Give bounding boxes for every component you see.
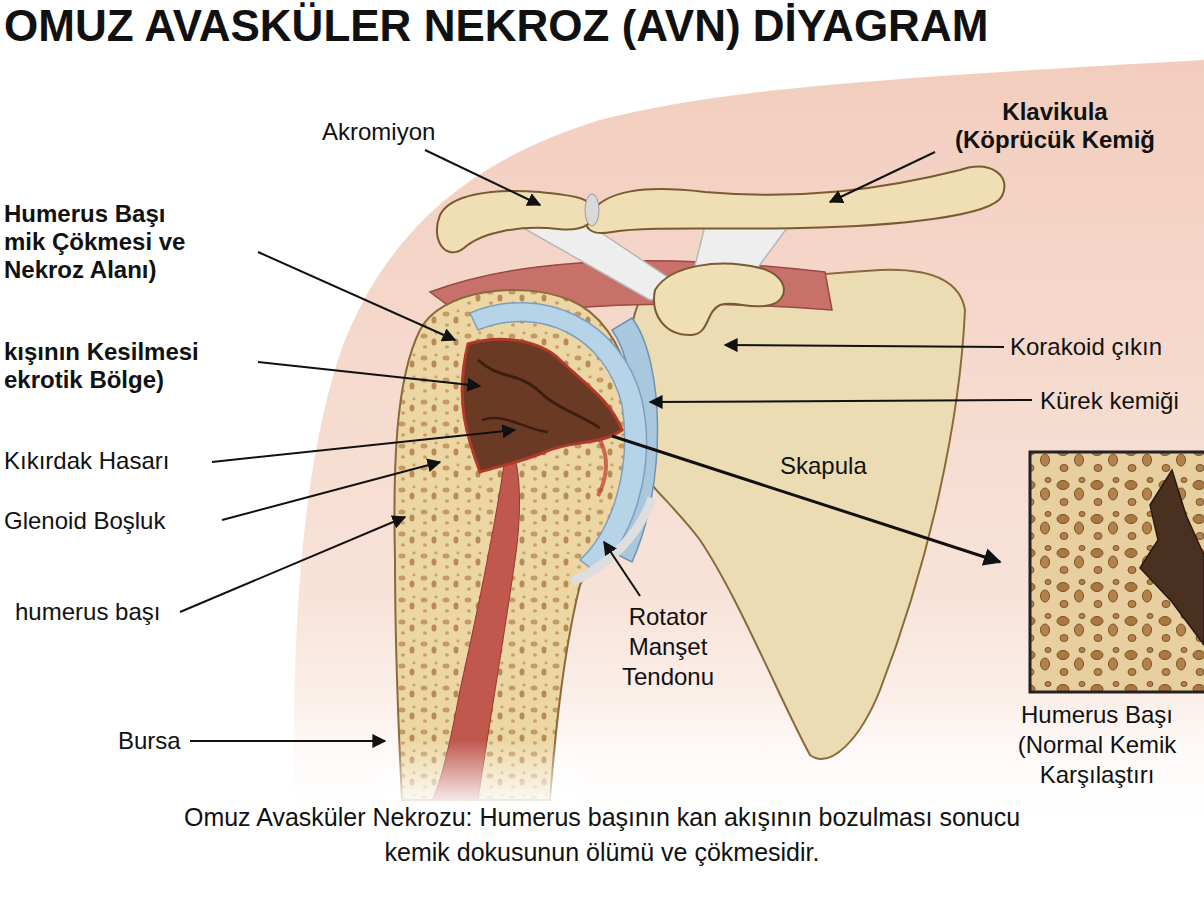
ac-joint xyxy=(585,194,599,226)
acromion-bone xyxy=(437,191,594,252)
zoom-arrow xyxy=(612,436,1000,562)
part-label: Humerus Başı mik Çökmesi ve Nekroz Alanı… xyxy=(4,200,185,284)
part-label: Akromiyon xyxy=(322,118,435,146)
part-label: kışının Kesilmesi ekrotik Bölge) xyxy=(4,338,199,394)
leader-line xyxy=(425,150,540,205)
figure-caption: Omuz Avasküler Nekrozu: Humerus başının … xyxy=(0,800,1204,870)
necrosis-edge xyxy=(598,440,606,496)
inset-panel xyxy=(1030,452,1204,692)
clavicle-bone xyxy=(586,167,1004,233)
leader-line xyxy=(650,400,1032,402)
leader-line xyxy=(258,362,480,386)
part-label: Skapula xyxy=(780,452,867,480)
coracoid-process xyxy=(654,264,784,335)
inset-necrosis xyxy=(1140,470,1204,645)
part-label: Bursa xyxy=(118,727,181,755)
part-label: Klavikula (Köprücük Kemiğ xyxy=(905,98,1204,154)
part-label: Kıkırdak Hasarı xyxy=(4,447,169,475)
leader-line xyxy=(212,430,515,462)
leader-line xyxy=(725,345,1004,347)
part-label: Rotator Manşet Tendonu xyxy=(568,602,768,692)
part-label: humerus başı xyxy=(15,598,160,626)
part-label: Humerus Başı (Normal Kemik Karşılaştırı xyxy=(992,700,1202,790)
part-label: Glenoid Boşluk xyxy=(4,507,165,535)
leader-line xyxy=(830,152,935,202)
leader-line xyxy=(258,252,455,340)
leader-line xyxy=(190,740,385,742)
bottom-fade xyxy=(380,740,580,810)
fracture-line xyxy=(482,418,548,432)
part-label: Korakoid çıkın xyxy=(1010,333,1162,361)
rotator-cuff-tendon xyxy=(572,498,652,582)
necrotic-zone xyxy=(462,339,622,472)
leader-line xyxy=(604,542,640,596)
leader-line xyxy=(222,462,440,520)
diagram-title: OMUZ AVASKÜLER NEKROZ (AVN) DİYAGRAM xyxy=(4,2,988,50)
leader-line xyxy=(180,517,405,612)
part-label: Kürek kemiği xyxy=(1040,387,1179,415)
